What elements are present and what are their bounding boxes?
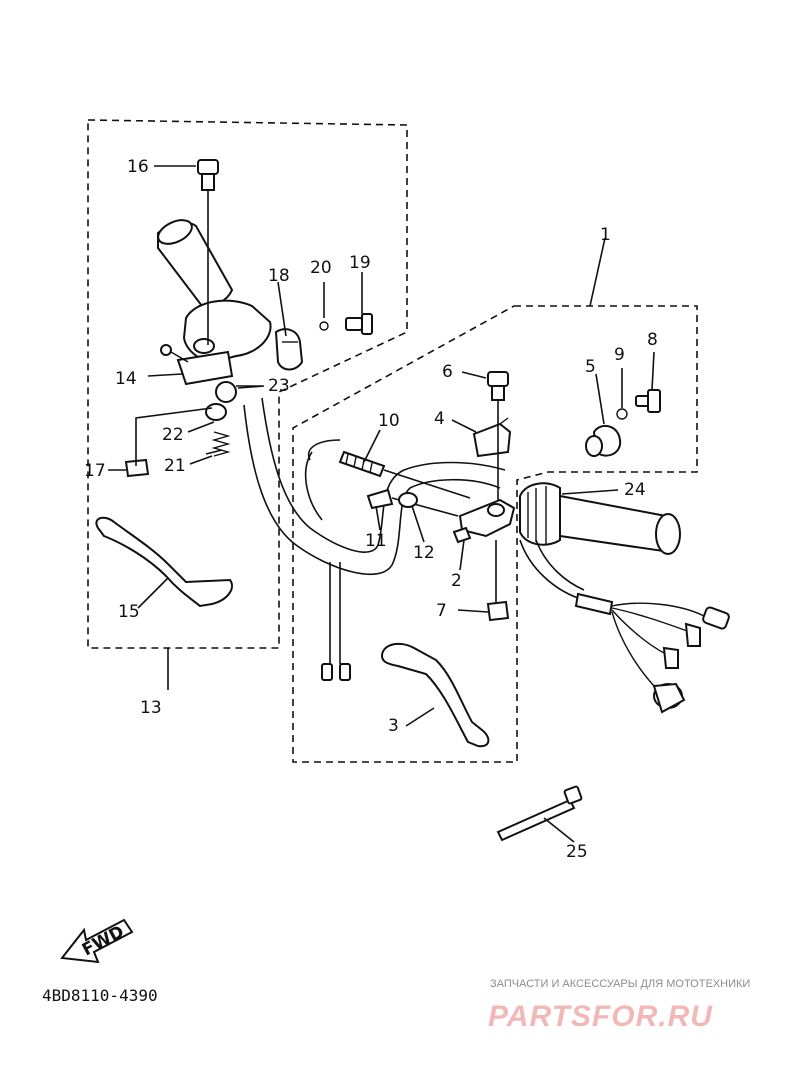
nut-12 bbox=[398, 492, 418, 508]
part-label-19: 19 bbox=[349, 253, 371, 273]
part-label-18: 18 bbox=[268, 266, 290, 286]
fwd-arrow-icon: FWD bbox=[60, 918, 134, 964]
part-label-7: 7 bbox=[436, 601, 447, 621]
part-label-22: 22 bbox=[162, 425, 184, 445]
spring-21 bbox=[205, 431, 231, 457]
right-lever-3 bbox=[380, 642, 490, 748]
part-label-8: 8 bbox=[647, 330, 658, 350]
nut-17 bbox=[108, 458, 150, 478]
watermark-tagline: ЗАПЧАСТИ И АКСЕССУАРЫ ДЛЯ МОТОТЕХНИКИ bbox=[490, 978, 750, 990]
screw-8 bbox=[635, 389, 661, 413]
part-label-23: 23 bbox=[268, 376, 290, 396]
bracket-2 bbox=[452, 498, 516, 544]
part-label-1: 1 bbox=[600, 225, 611, 245]
holder-5 bbox=[585, 424, 622, 457]
left-lever-15 bbox=[95, 516, 233, 608]
part-label-17: 17 bbox=[84, 461, 106, 481]
left-lever-holder bbox=[160, 299, 272, 386]
cable-tie-25 bbox=[496, 785, 583, 842]
switch-4 bbox=[472, 417, 512, 458]
watermark-logo: PARTSFOR.RU bbox=[488, 1000, 713, 1033]
fwd-label: FWD bbox=[79, 922, 128, 961]
part-label-15: 15 bbox=[118, 602, 140, 622]
cable-10 bbox=[338, 450, 471, 499]
part-labels: 16 18 20 19 14 23 22 17 21 15 13 1 6 5 9… bbox=[84, 157, 658, 862]
part-label-24: 24 bbox=[624, 480, 646, 500]
part-label-4: 4 bbox=[434, 409, 445, 429]
switch-leads bbox=[321, 562, 351, 681]
part-label-6: 6 bbox=[442, 362, 453, 382]
part-label-21: 21 bbox=[164, 456, 186, 476]
bolt-6 bbox=[487, 371, 509, 505]
leader-lines bbox=[137, 165, 655, 843]
part-label-2: 2 bbox=[451, 571, 462, 591]
circlip-9 bbox=[616, 408, 628, 420]
part-label-25: 25 bbox=[566, 842, 588, 862]
wire-harness bbox=[519, 539, 730, 714]
part-label-13: 13 bbox=[140, 698, 162, 718]
group-box-1 bbox=[292, 305, 698, 763]
handlebar bbox=[243, 397, 506, 575]
diagram-code: 4BD8110-4390 bbox=[42, 986, 158, 1005]
circlip-20 bbox=[319, 282, 329, 331]
part-label-20: 20 bbox=[310, 258, 332, 278]
left-grip bbox=[157, 219, 234, 308]
part-label-12: 12 bbox=[413, 543, 435, 563]
bolt-16 bbox=[197, 159, 219, 345]
pivot-bolt-23 bbox=[215, 381, 262, 403]
part-label-3: 3 bbox=[388, 716, 399, 736]
washer-22 bbox=[205, 403, 227, 421]
part-label-11: 11 bbox=[365, 531, 387, 551]
nut-7 bbox=[486, 540, 510, 622]
throttle-grip-24 bbox=[519, 482, 681, 555]
part-label-5: 5 bbox=[585, 357, 596, 377]
switch-18 bbox=[274, 328, 304, 371]
part-label-14: 14 bbox=[115, 369, 137, 389]
part-label-9: 9 bbox=[614, 345, 625, 365]
part-label-16: 16 bbox=[127, 157, 149, 177]
screw-19 bbox=[345, 313, 373, 335]
part-label-10: 10 bbox=[378, 411, 400, 431]
